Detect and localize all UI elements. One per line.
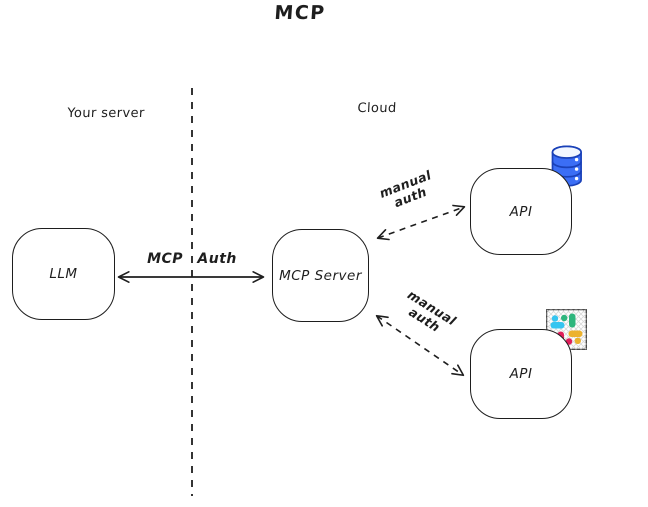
region-label-cloud: Cloud — [357, 101, 397, 116]
node-api-database-label: API — [509, 203, 533, 220]
node-mcp-server: MCP Server — [272, 229, 369, 322]
edge-mcp-api-database-arrow — [376, 204, 466, 241]
edge-mcp-api-slack-arrow — [375, 314, 465, 377]
node-api-slack: API — [470, 329, 572, 419]
region-label-your-server: Your server — [66, 106, 146, 121]
node-api-database: API — [470, 168, 572, 255]
node-llm-label: LLM — [49, 266, 78, 282]
node-llm: LLM — [12, 228, 115, 320]
edge-label-mcp-auth: MCP Auth — [147, 251, 237, 267]
node-mcp-server-label: MCP Server — [279, 267, 362, 284]
diagram-title: MCP — [273, 2, 327, 24]
node-api-slack-label: API — [509, 366, 533, 382]
